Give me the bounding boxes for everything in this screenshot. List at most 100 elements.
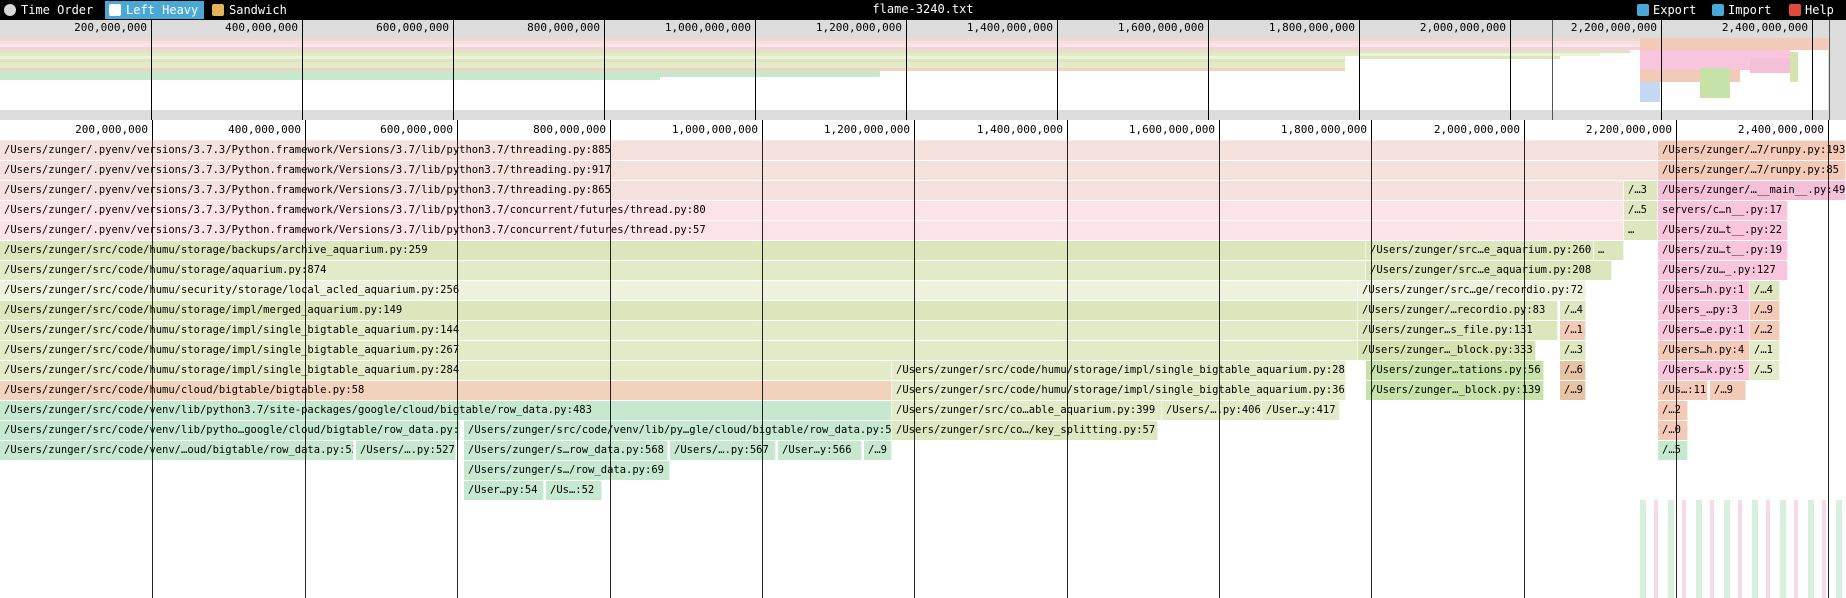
flame-frame[interactable]: /Users/zunger/src…ge/recordio.py:72	[1358, 281, 1586, 300]
flame-frame[interactable]: /Users/zunger/src/code/humu/storage/impl…	[892, 381, 1346, 400]
flame-frame[interactable]: /Users/zunger/.pyenv/versions/3.7.3/Pyth…	[0, 221, 1624, 240]
help-icon	[1789, 4, 1801, 16]
export-label: Export	[1653, 3, 1697, 17]
axis-tick-label: 2,000,000,000	[1433, 123, 1520, 136]
flame-frame[interactable]: /Users/zunger/src/code/humu/storage/impl…	[892, 361, 1346, 380]
flame-frame[interactable]: /Users…e.py:1	[1658, 321, 1750, 340]
axis-tick-label: 600,000,000	[380, 123, 453, 136]
flame-frame[interactable]: /Users/zunger/src/code/humu/storage/impl…	[0, 321, 1358, 340]
flame-frame[interactable]: /Users/zunger/src/code/venv/lib/pytho…go…	[0, 421, 460, 440]
import-button[interactable]: Import	[1712, 1, 1771, 19]
flame-frame[interactable]: /…9	[1560, 381, 1586, 400]
flame-frame[interactable]: /Users/zunger/.pyenv/versions/3.7.3/Pyth…	[0, 181, 1624, 200]
toolbar: Time Order Left Heavy Sandwich flame-324…	[0, 0, 1846, 20]
minimap-tick-line	[755, 20, 756, 120]
flame-frame[interactable]: /Users/zunger/…__main__.py:49	[1658, 181, 1846, 200]
flame-frame[interactable]: /…9	[1710, 381, 1746, 400]
flame-frame[interactable]: /Users/zunger…s_file.py:131	[1358, 321, 1558, 340]
tab-label: Time Order	[21, 3, 94, 17]
flame-frame[interactable]: /Users/zunger/src/code/venv/…oud/bigtabl…	[0, 441, 354, 460]
flame-frame[interactable]: /Users/zunger/src/code/humu/storage/impl…	[0, 341, 1358, 360]
flame-frame[interactable]: /User…py:54	[464, 481, 544, 500]
flame-frame[interactable]: /…1	[1560, 321, 1586, 340]
flame-frame[interactable]: /…2	[1658, 401, 1688, 420]
flame-frame[interactable]: /…5	[1624, 201, 1658, 220]
flame-frame[interactable]: /…9	[1750, 301, 1780, 320]
flame-frame[interactable]: /Users/zunger…tations.py:56	[1366, 361, 1544, 380]
flame-frame[interactable]: /Users…h.py:4	[1658, 341, 1750, 360]
flame-frame[interactable]: /Users/zunger/src…e_aquarium.py:208	[1366, 261, 1612, 280]
flame-frame[interactable]: /Users/zunger/src/code/humu/security/sto…	[0, 281, 1358, 300]
flame-frame[interactable]: /Us…:52	[546, 481, 602, 500]
minimap-tick-label: 1,800,000,000	[1268, 21, 1355, 34]
flame-graph[interactable]: /Users/zunger/.pyenv/versions/3.7.3/Pyth…	[0, 140, 1846, 598]
flame-frame[interactable]: /Users/zunger/.pyenv/versions/3.7.3/Pyth…	[0, 201, 1624, 220]
minimap-flame-graph	[0, 38, 1828, 102]
axis-tick-label: 1,400,000,000	[976, 123, 1063, 136]
import-icon	[1712, 4, 1724, 16]
axis-tick-line	[1371, 120, 1372, 140]
tab-time-order[interactable]: Time Order	[0, 1, 99, 19]
flame-frame[interactable]: /…9	[864, 441, 892, 460]
flame-frame[interactable]: /Users/zunger/.pyenv/versions/3.7.3/Pyth…	[0, 161, 1658, 180]
flame-frame[interactable]: /Users/zunger/s…/row_data.py:69	[464, 461, 670, 480]
axis-tick-line	[457, 120, 458, 140]
flame-frame[interactable]: /…0	[1658, 421, 1688, 440]
axis-tick-label: 400,000,000	[228, 123, 301, 136]
flame-frame[interactable]: /…1	[1750, 341, 1780, 360]
axis-tick-label: 2,400,000,000	[1737, 123, 1824, 136]
flame-frame[interactable]: /Users/zunger/src/code/venv/lib/py…gle/c…	[464, 421, 892, 440]
flame-frame[interactable]: /…2	[1750, 321, 1780, 340]
flame-frame[interactable]: /Users/zunger/…recordio.py:83	[1358, 301, 1558, 320]
flame-frame[interactable]: /Users/zunger/s…row_data.py:568	[464, 441, 668, 460]
flame-frame[interactable]: /Users/zunger/src/code/humu/cloud/bigtab…	[0, 381, 892, 400]
flame-frame[interactable]: /Users/zunger/src/code/humu/storage/impl…	[0, 361, 892, 380]
flame-frame[interactable]: /User…y:417	[1262, 401, 1340, 420]
flame-frame-slivers	[1640, 500, 1846, 598]
flame-frame[interactable]: /…5	[1658, 441, 1688, 460]
flame-frame[interactable]: /Users/zunger/src/co…able_aquarium.py:39…	[892, 401, 1162, 420]
flame-frame[interactable]: /…4	[1560, 301, 1586, 320]
flame-frame[interactable]: /Users/….py:527	[356, 441, 456, 460]
flame-frame[interactable]: /Users/….py:406	[1162, 401, 1262, 420]
minimap-tick-label: 2,000,000,000	[1419, 21, 1506, 34]
flame-frame[interactable]: /Users/zunger/src/code/venv/lib/python3.…	[0, 401, 892, 420]
flame-frame[interactable]: /…3	[1560, 341, 1586, 360]
flame-frame[interactable]: /…5	[1750, 361, 1780, 380]
flame-frame[interactable]: /Users…h.py:1	[1658, 281, 1750, 300]
flame-frame[interactable]: /Users/zunger/src…e_aquarium.py:260	[1366, 241, 1594, 260]
minimap-tick-label: 1,000,000,000	[664, 21, 751, 34]
flame-frame[interactable]: /Us…:11	[1658, 381, 1708, 400]
flame-frame[interactable]: /…6	[1560, 361, 1586, 380]
flame-frame[interactable]: /Users/zunger/…7/runpy.py:193	[1658, 141, 1846, 160]
minimap-tick-label: 1,200,000,000	[815, 21, 902, 34]
flame-frame[interactable]: /Users/….py:567	[670, 441, 776, 460]
export-button[interactable]: Export	[1637, 1, 1696, 19]
minimap-tick-label: 2,400,000,000	[1721, 21, 1808, 34]
flame-frame[interactable]: /Users/zu…t__.py:19	[1658, 241, 1788, 260]
flame-frame[interactable]: /Users…k.py:5	[1658, 361, 1750, 380]
flame-frame[interactable]: /User…y:566	[778, 441, 862, 460]
flame-frame[interactable]: /Users/zunger/src/code/humu/storage/aqua…	[0, 261, 1366, 280]
flame-frame[interactable]: /Users_…py:3	[1658, 301, 1750, 320]
flame-frame[interactable]: /…3	[1624, 181, 1658, 200]
help-button[interactable]: Help	[1789, 1, 1834, 19]
flame-frame[interactable]: /…4	[1750, 281, 1780, 300]
flame-frame[interactable]: /Users/zunger/…7/runpy.py:85	[1658, 161, 1846, 180]
tab-sandwich[interactable]: Sandwich	[208, 1, 293, 19]
flame-frame[interactable]: …	[1624, 221, 1658, 240]
flame-frame[interactable]: /Users/zu…_.py:127	[1658, 261, 1788, 280]
flame-frame[interactable]: servers/c…n__.py:17	[1658, 201, 1788, 220]
flame-frame[interactable]: /Users/zunger/.pyenv/versions/3.7.3/Pyth…	[0, 141, 1658, 160]
flame-frame[interactable]: /Users/zunger/src/code/humu/storage/back…	[0, 241, 1366, 260]
minimap-tick-label: 1,400,000,000	[966, 21, 1053, 34]
flame-frame[interactable]: /Users/zunger/src/co…/key_splitting.py:5…	[892, 421, 1158, 440]
flame-frame[interactable]: /Users/zunger/src/code/humu/storage/impl…	[0, 301, 1358, 320]
tab-left-heavy[interactable]: Left Heavy	[105, 1, 205, 19]
flame-frame[interactable]: …	[1594, 241, 1624, 260]
flame-frame[interactable]: /Users/zunger…_block.py:333	[1358, 341, 1536, 360]
minimap-viewport[interactable]	[1552, 20, 1830, 120]
flame-frame[interactable]: /Users/zunger…_block.py:139	[1366, 381, 1544, 400]
flame-frame[interactable]: /Users/zu…t__.py:22	[1658, 221, 1788, 240]
